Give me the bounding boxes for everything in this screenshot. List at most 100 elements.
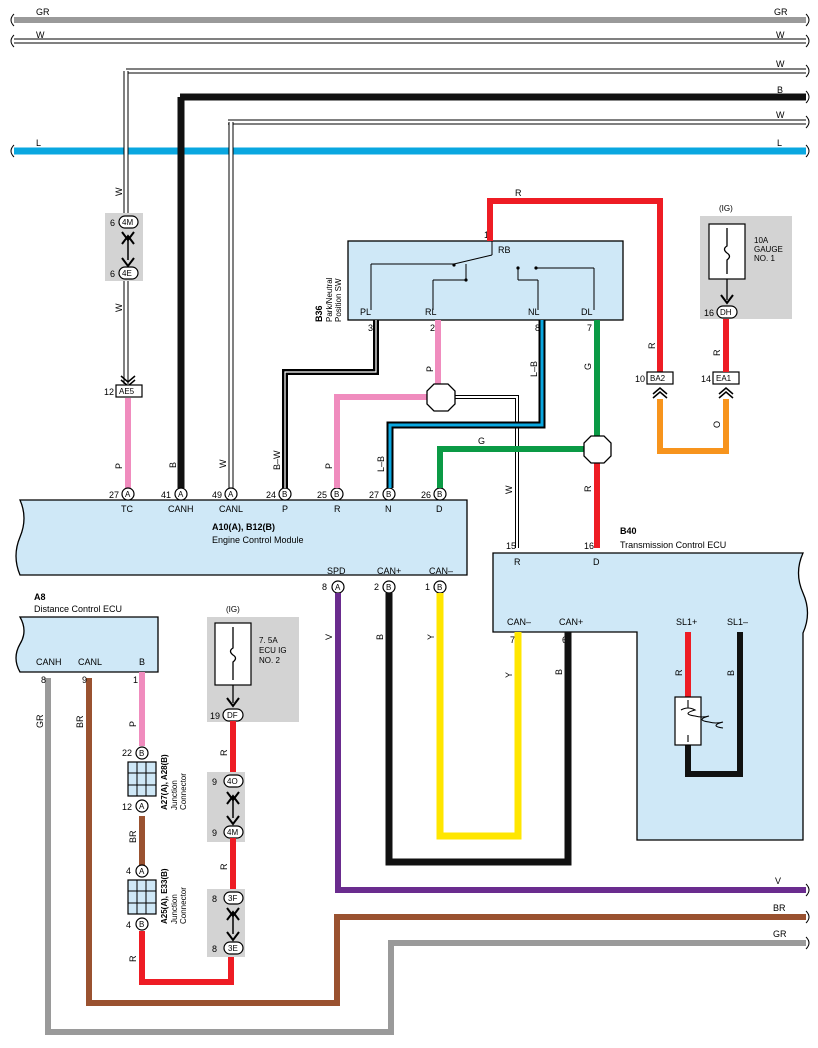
svg-text:B: B <box>168 462 178 468</box>
svg-text:R: R <box>712 349 722 356</box>
svg-text:8: 8 <box>322 582 327 592</box>
svg-text:L–B: L–B <box>529 361 539 377</box>
svg-text:15: 15 <box>506 541 516 551</box>
svg-text:1: 1 <box>484 230 489 240</box>
wire-w-tc: W W P <box>114 71 131 488</box>
svg-text:26: 26 <box>421 490 431 500</box>
bus-label-W2-right: W <box>776 59 785 69</box>
svg-text:P: P <box>282 504 288 514</box>
svg-text:8: 8 <box>41 675 46 685</box>
connector-chevron-icon <box>226 697 240 708</box>
svg-text:PL: PL <box>360 307 371 317</box>
svg-text:14: 14 <box>701 374 711 384</box>
svg-text:9: 9 <box>212 828 217 838</box>
connector-AE5: AE5 12 <box>104 384 143 398</box>
svg-text:W: W <box>218 459 228 468</box>
svg-text:A: A <box>335 583 341 592</box>
wire-b-canplus <box>385 593 572 866</box>
pnsw-desc1: Park/Neutral <box>325 277 334 322</box>
svg-text:1: 1 <box>425 582 430 592</box>
svg-text:25: 25 <box>317 490 327 500</box>
svg-text:Y: Y <box>426 634 436 640</box>
connector-3F: 3F 8 <box>212 891 244 905</box>
svg-text:GR: GR <box>773 929 787 939</box>
junction-connector-2: A 4 B 4 <box>126 864 157 931</box>
wire-b-sl1minus <box>685 632 743 777</box>
ecm-box <box>15 499 468 576</box>
wire-r-jc <box>139 931 234 985</box>
pnsw-code: B36 <box>314 305 324 322</box>
dce-desc: Distance Control ECU <box>34 604 122 614</box>
svg-text:4E: 4E <box>122 269 132 278</box>
svg-text:SL1+: SL1+ <box>676 617 697 627</box>
bus-wires: GR GR W W W B W L L <box>10 7 810 158</box>
svg-text:R: R <box>219 863 229 870</box>
connector-DH: DH 16 <box>704 305 738 319</box>
svg-text:12: 12 <box>122 802 132 812</box>
wire-bw-p <box>282 320 379 488</box>
svg-text:Connector: Connector <box>179 887 188 924</box>
svg-text:B: B <box>375 634 385 640</box>
svg-text:4: 4 <box>126 920 131 930</box>
svg-text:24: 24 <box>266 490 276 500</box>
wire-p-r <box>334 394 428 488</box>
pnsw-switch <box>370 241 595 310</box>
svg-text:27: 27 <box>369 490 379 500</box>
svg-text:27: 27 <box>109 490 119 500</box>
svg-text:NO. 1: NO. 1 <box>754 254 775 263</box>
connector-4E: 4E 6 <box>110 266 139 280</box>
svg-text:SL1–: SL1– <box>727 617 748 627</box>
svg-text:V: V <box>324 634 334 640</box>
svg-text:G: G <box>583 363 593 370</box>
splice-p <box>426 383 456 412</box>
bus-label-L: L <box>36 138 41 148</box>
svg-text:R: R <box>219 749 229 756</box>
bus-label-GR-right: GR <box>774 7 788 17</box>
svg-text:41: 41 <box>161 490 171 500</box>
svg-text:GAUGE: GAUGE <box>754 245 783 254</box>
svg-text:1: 1 <box>133 675 138 685</box>
svg-text:R: R <box>583 485 593 492</box>
svg-text:6: 6 <box>110 269 115 279</box>
svg-text:CANL: CANL <box>78 657 102 667</box>
svg-text:A25(A), E33(B): A25(A), E33(B) <box>160 868 169 924</box>
svg-text:B: B <box>139 920 144 929</box>
connector-4O: 4O 9 <box>212 774 244 788</box>
svg-text:D: D <box>436 504 443 514</box>
ecm-bottom-terminals: SPD A 8 CAN+ B 2 CAN– B 1 <box>322 566 453 594</box>
wire-v-spd <box>335 593 806 893</box>
svg-text:16: 16 <box>584 541 594 551</box>
connector-chevron-icon <box>652 387 668 399</box>
svg-text:Y: Y <box>504 672 514 678</box>
svg-text:A: A <box>125 490 131 499</box>
svg-text:CANH: CANH <box>36 657 62 667</box>
svg-text:AE5: AE5 <box>119 387 135 396</box>
svg-text:DF: DF <box>227 711 238 720</box>
wire-br <box>86 678 806 1006</box>
svg-text:G: G <box>478 436 485 446</box>
svg-text:B: B <box>437 490 442 499</box>
svg-text:D: D <box>593 557 600 567</box>
svg-text:CANL: CANL <box>219 504 243 514</box>
svg-text:A: A <box>228 490 234 499</box>
connector-BA2: BA2 10 <box>635 371 674 385</box>
svg-text:B: B <box>334 490 339 499</box>
svg-text:8: 8 <box>212 944 217 954</box>
svg-text:(IG): (IG) <box>719 204 733 213</box>
fuse-ecu-ig <box>214 622 252 686</box>
svg-text:12: 12 <box>104 387 114 397</box>
solenoid-coil-icon <box>674 696 724 746</box>
svg-text:10: 10 <box>635 374 645 384</box>
svg-text:B: B <box>386 583 391 592</box>
svg-text:49: 49 <box>212 490 222 500</box>
svg-text:10A: 10A <box>754 236 769 245</box>
svg-text:B: B <box>282 490 287 499</box>
svg-text:R: R <box>514 557 521 567</box>
svg-text:2: 2 <box>430 323 435 333</box>
connector-4M: 4M 6 <box>110 215 139 229</box>
svg-text:B–W: B–W <box>272 450 282 470</box>
svg-text:Connector: Connector <box>179 773 188 810</box>
svg-text:CAN+: CAN+ <box>559 617 583 627</box>
svg-text:W: W <box>504 485 514 494</box>
